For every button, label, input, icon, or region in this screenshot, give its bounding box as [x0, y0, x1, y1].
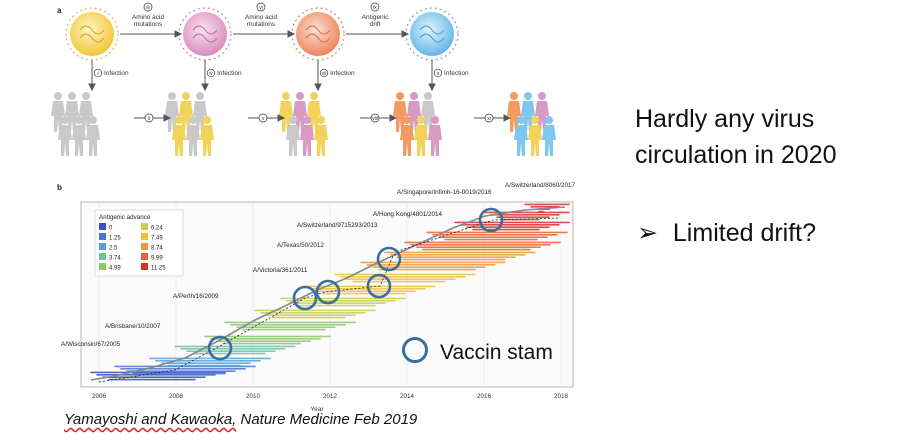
legend-value: 9.99 — [151, 256, 163, 262]
legend-value: 7.49 — [151, 236, 163, 242]
mutation-arrows — [120, 30, 410, 38]
x-tick-label: 2016 — [477, 393, 492, 400]
strain-label: A/Texas/50/2012 — [277, 242, 324, 249]
sub-bullet-text: Limited drift? — [672, 219, 817, 247]
legend-swatch — [99, 253, 106, 260]
infection-label: Infection — [330, 70, 355, 77]
x-tick-label: 2012 — [323, 393, 338, 400]
step-text: Amino acid — [245, 14, 278, 21]
legend-swatch — [99, 223, 106, 230]
x-axis-label: Year — [310, 406, 324, 413]
legend-swatch — [141, 253, 148, 260]
step-num: ix — [373, 5, 377, 11]
transmission-num: xi — [487, 116, 491, 122]
main-bullet: Hardly any virus circulation in 2020 — [635, 101, 837, 173]
legend-swatch — [99, 263, 106, 270]
step-text: Antigenic — [362, 14, 389, 21]
x-tick-label: 2006 — [92, 393, 107, 400]
step-text: drift — [370, 21, 381, 28]
transmission-num: viii — [372, 116, 378, 122]
virus-4-icon — [405, 7, 459, 61]
step-text: mutations — [134, 21, 163, 28]
population-groups — [51, 92, 556, 156]
virus-3-icon — [291, 7, 345, 61]
legend-swatch — [141, 263, 148, 270]
legend-value: 6.24 — [151, 226, 163, 232]
citation-journal: Nature Medicine Feb 2019 — [236, 411, 418, 428]
legend-value: 0 — [109, 226, 113, 232]
legend-swatch — [99, 243, 106, 250]
strain-label: A/Perth/16/2009 — [173, 293, 219, 300]
transmission-num: ii — [148, 116, 150, 122]
panel-a-label: a — [57, 6, 62, 15]
trunk-line — [90, 206, 566, 381]
legend-swatch — [141, 223, 148, 230]
legend-title: Antigenic advance — [99, 214, 151, 221]
vaccine-strain-markers — [207, 207, 504, 361]
sub-bullet: ➢ Limited drift? — [637, 218, 816, 248]
legend-swatch — [99, 233, 106, 240]
infection-label: Infection — [444, 70, 469, 77]
strain-label: A/Wisconsin/67/2005 — [61, 341, 121, 348]
panel-b-phylogeny: b A/Wisconsin/67/2005 A/Brisbane/10/2007… — [57, 182, 576, 413]
legend-value: 4.99 — [109, 266, 121, 272]
strain-label: A/Switzerland/8060/2017 — [505, 182, 576, 189]
tree-branches — [90, 203, 570, 381]
vaccine-path — [98, 217, 561, 383]
panel-b-label: b — [57, 183, 62, 192]
arrow-bullet-icon: ➢ — [637, 219, 658, 247]
step-text: Amino acid — [132, 14, 165, 21]
x-tick-label: 2014 — [400, 393, 415, 400]
legend-value: 8.74 — [151, 246, 163, 252]
citation: Yamayoshi and Kawaoka, Nature Medicine F… — [64, 411, 417, 428]
legend-value: 3.74 — [109, 256, 121, 262]
strain-label: A/Brisbane/10/2007 — [105, 323, 161, 330]
strain-label: A/Singapore/Infimh-16-0019/2016 — [397, 189, 492, 196]
legend-value: 11.25 — [151, 266, 166, 272]
bullet-line: Hardly any virus — [635, 105, 815, 133]
legend-swatch — [141, 243, 148, 250]
legend-swatch — [141, 233, 148, 240]
virus-1-icon — [65, 7, 119, 61]
antigenic-legend: Antigenic advance 0 1.25 2.5 3.74 4.99 6.24 7.… — [94, 209, 184, 277]
citation-authors: Yamayoshi and Kawaoka, — [64, 411, 237, 428]
strain-label: A/Victoria/361/2011 — [253, 267, 308, 274]
x-tick-label: 2008 — [169, 393, 184, 400]
transmission-num: v — [262, 116, 265, 122]
x-tick-label: 2010 — [246, 393, 261, 400]
infection-num: i — [97, 71, 98, 77]
step-num: vi — [259, 5, 263, 11]
infection-label: Infection — [104, 70, 129, 77]
virus-2-icon — [178, 7, 232, 61]
legend-value: 2.5 — [109, 246, 118, 252]
strain-label: A/Hong Kong/4801/2014 — [373, 211, 442, 218]
vaccine-legend-label: Vaccin stam — [440, 341, 553, 364]
infection-label: Infection — [217, 70, 242, 77]
infection-num: x — [437, 71, 440, 77]
x-tick-label: 2018 — [554, 393, 569, 400]
panel-a-illustration: a iii Amino acid — [51, 2, 556, 156]
strain-label: A/Switzerland/9715293/2013 — [297, 222, 378, 229]
infection-num: iv — [209, 71, 213, 77]
step-num: iii — [146, 5, 149, 11]
infection-num: vii — [322, 71, 327, 77]
vaccine-circle-icon — [402, 337, 428, 363]
step-text: mutations — [247, 21, 276, 28]
legend-value: 1.25 — [109, 236, 121, 242]
bullet-line: circulation in 2020 — [635, 141, 837, 169]
